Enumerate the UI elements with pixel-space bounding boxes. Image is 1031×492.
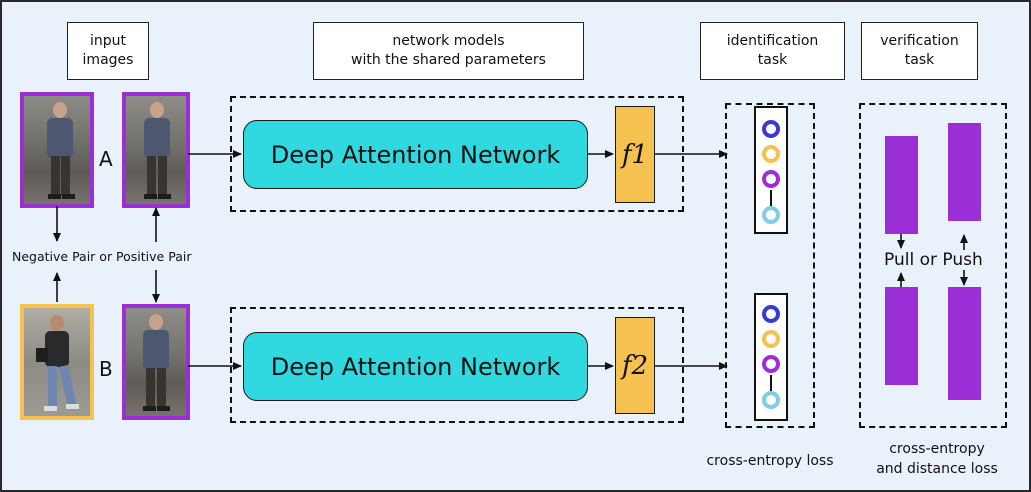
output-node [762, 355, 780, 373]
person-image-b-left [20, 304, 94, 420]
verification-group [859, 103, 1007, 428]
feature-f1: f1 [615, 106, 655, 203]
output-node [762, 170, 780, 188]
output-node [762, 120, 780, 138]
output-node [762, 145, 780, 163]
pull-or-push-label: Pull or Push [884, 250, 983, 270]
person-image-a-right [122, 92, 190, 208]
identification-vector-bottom [754, 293, 788, 421]
identification-task-header: identification task [700, 22, 845, 80]
verification-task-header: verification task [861, 22, 978, 80]
ellipsis-line [770, 375, 772, 391]
output-node [762, 206, 780, 224]
verification-bar-right-bottom [948, 287, 981, 400]
label-a: A [99, 147, 113, 171]
deep-attention-network-bottom: Deep Attention Network [243, 332, 588, 401]
output-node [762, 391, 780, 409]
identification-loss-caption: cross-entropy loss [706, 453, 834, 469]
identification-group [725, 103, 815, 428]
person-image-b-right [122, 304, 190, 420]
person-image-a-left [20, 92, 94, 208]
identification-vector-top [754, 106, 788, 234]
label-b: B [99, 357, 113, 381]
network-models-header: network models with the shared parameter… [313, 22, 584, 80]
verification-bar-right-top [948, 123, 981, 221]
input-images-header: input images [67, 22, 149, 80]
pair-label: Negative Pair or Positive Pair [12, 249, 192, 264]
ellipsis-line [770, 190, 772, 206]
network-group-bottom [230, 307, 684, 423]
verification-bar-left-top [885, 136, 918, 234]
feature-f2: f2 [615, 317, 655, 414]
output-node [762, 330, 780, 348]
verification-loss-caption: cross-entropy and distance loss [876, 441, 998, 477]
deep-attention-network-top: Deep Attention Network [243, 120, 588, 189]
output-node [762, 305, 780, 323]
verification-bar-left-bottom [885, 287, 918, 385]
